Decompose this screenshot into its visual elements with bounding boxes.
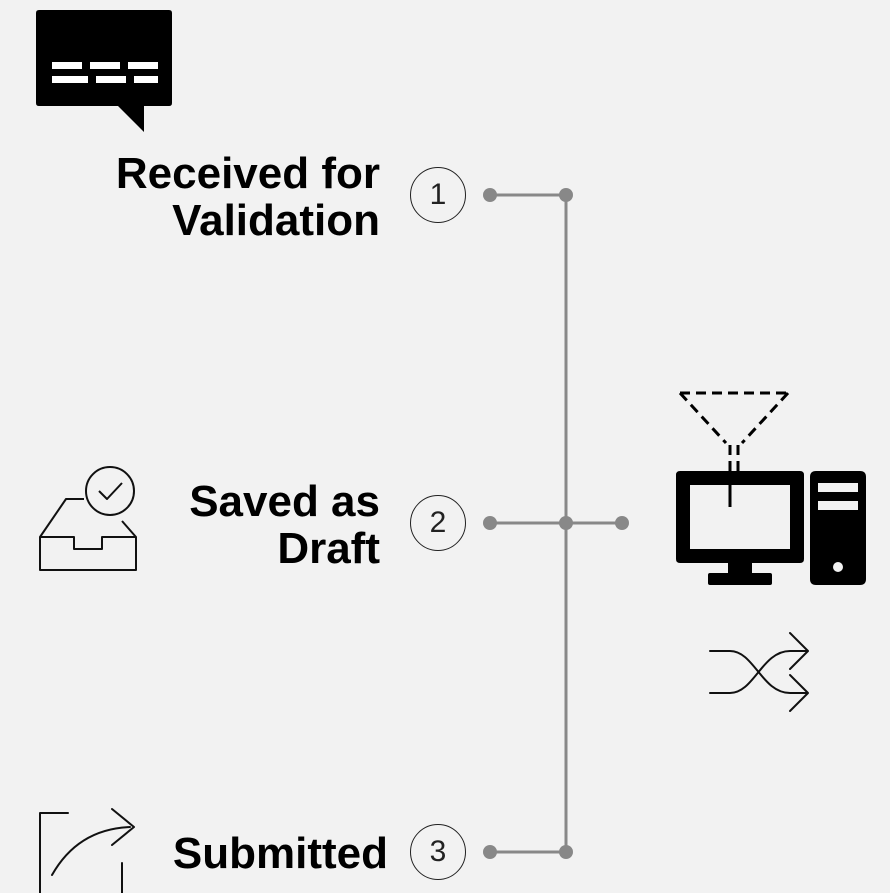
share-arrow-icon [39, 808, 135, 893]
check-circle-icon [85, 466, 135, 516]
dot-step-2-left [483, 516, 497, 530]
inbox-check-icon [39, 466, 137, 571]
computer-filter-icon [676, 391, 866, 585]
step-2-label-line2: Draft [277, 524, 380, 573]
step-2-label: Saved as Draft [189, 478, 380, 572]
shuffle-icon [709, 632, 809, 712]
step-3-number: 3 [410, 824, 466, 880]
step-1-label-line2: Validation [172, 196, 380, 245]
step-2-number: 2 [410, 495, 466, 551]
step-2-label-line1: Saved as [189, 477, 380, 526]
dot-step-3-left [483, 845, 497, 859]
dot-step-1-joint [559, 188, 573, 202]
message-bubble-icon [36, 10, 172, 132]
step-1-label-line1: Received for [115, 149, 380, 198]
dot-step-3-joint [559, 845, 573, 859]
step-3-label: Submitted [173, 830, 388, 877]
dot-step-2-joint [559, 516, 573, 530]
dot-step-1-left [483, 188, 497, 202]
dot-step-2-right [615, 516, 629, 530]
step-3-label-line1: Submitted [172, 829, 388, 878]
step-1-label: Received for Validation [116, 150, 380, 244]
step-1-number: 1 [410, 167, 466, 223]
